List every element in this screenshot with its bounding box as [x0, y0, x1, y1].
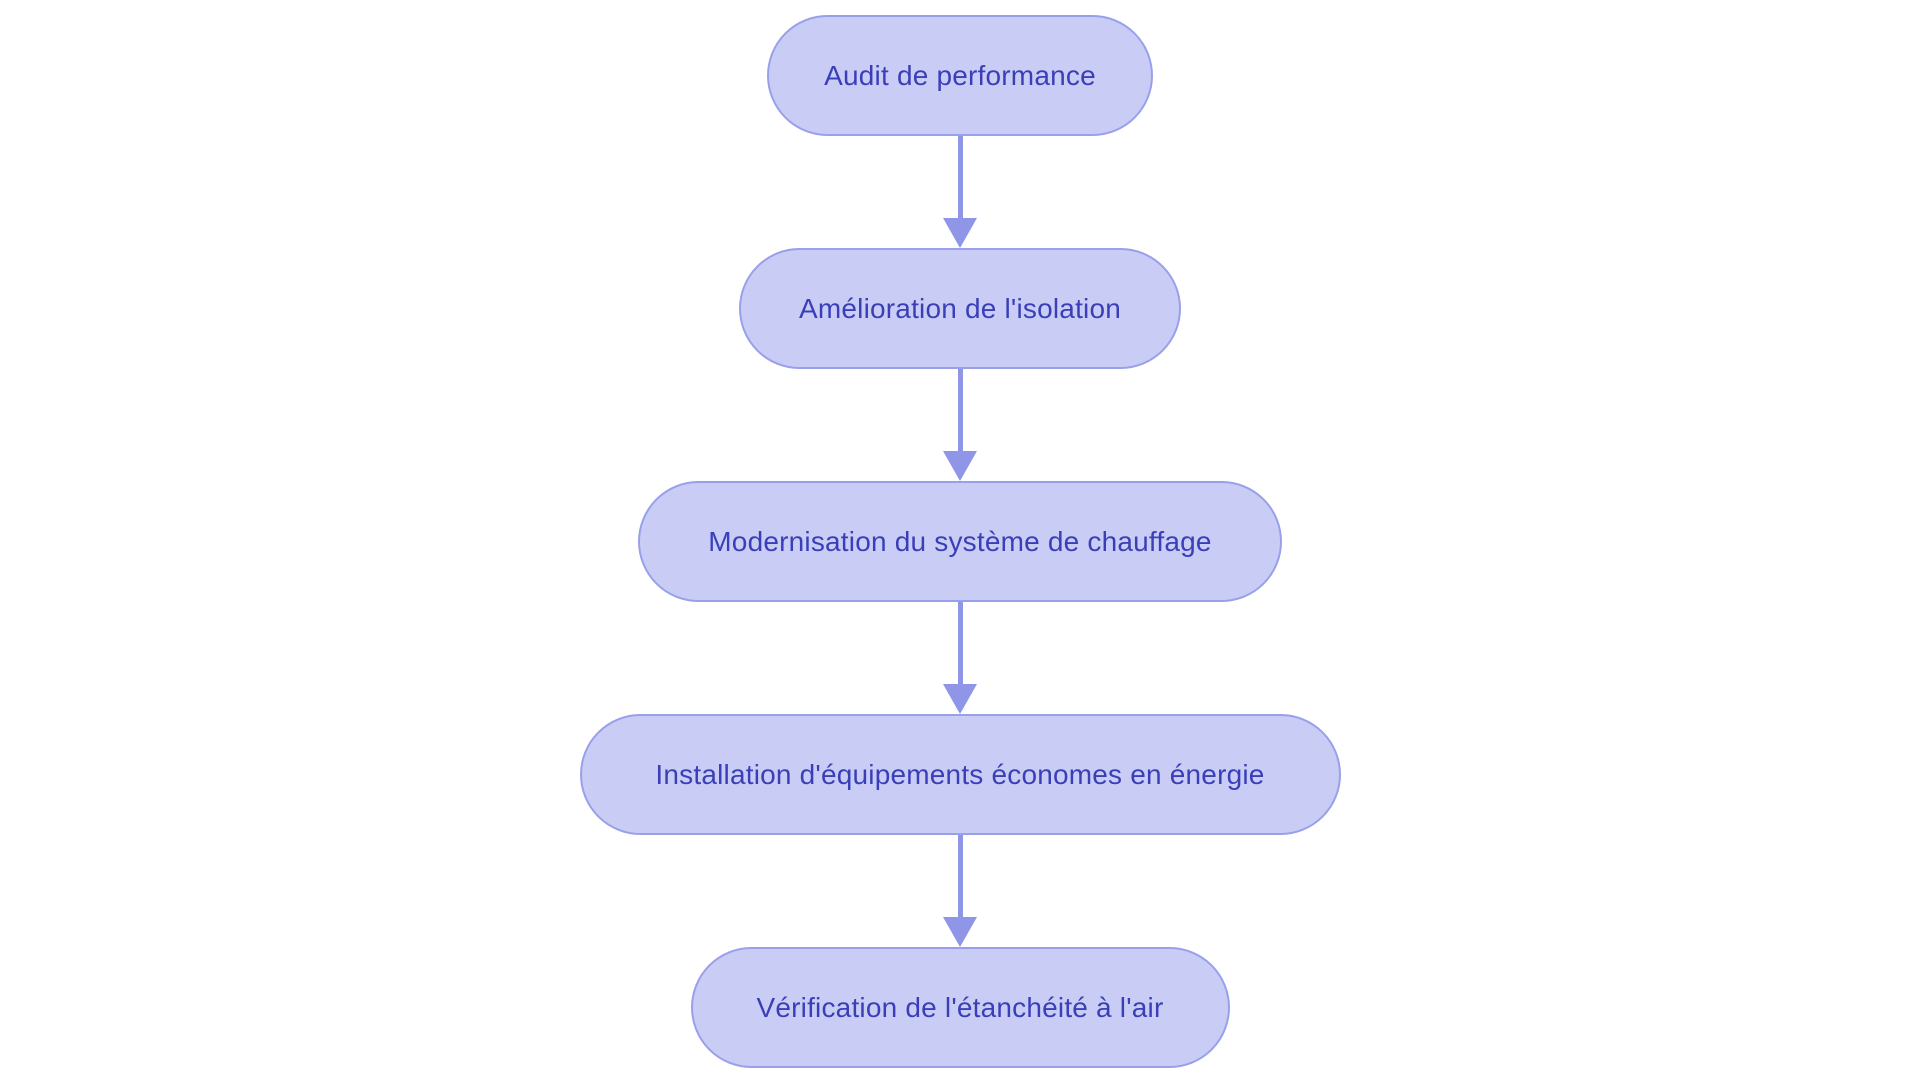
arrow-line	[957, 602, 963, 685]
flow-node-label: Installation d'équipements économes en é…	[655, 758, 1265, 790]
flow-node-label: Modernisation du système de chauffage	[708, 525, 1212, 557]
arrow-connector-1	[943, 136, 977, 248]
arrow-connector-3	[943, 602, 977, 714]
flow-node-amelioration-isolation: Amélioration de l'isolation	[739, 248, 1181, 369]
flow-node-label: Amélioration de l'isolation	[798, 292, 1122, 324]
arrow-head-icon	[943, 451, 977, 481]
flow-node-installation-equipements: Installation d'équipements économes en é…	[579, 714, 1341, 835]
arrow-line	[957, 369, 963, 452]
arrow-connector-4	[943, 835, 977, 947]
arrow-connector-2	[943, 369, 977, 481]
flow-node-audit-performance: Audit de performance	[767, 15, 1153, 136]
flow-node-label: Audit de performance	[824, 59, 1096, 91]
arrow-line	[957, 835, 963, 918]
arrow-head-icon	[943, 684, 977, 714]
arrow-head-icon	[943, 917, 977, 947]
arrow-line	[957, 136, 963, 219]
arrow-head-icon	[943, 218, 977, 248]
flow-node-modernisation-chauffage: Modernisation du système de chauffage	[638, 481, 1282, 602]
flow-node-label: Vérification de l'étanchéité à l'air	[756, 991, 1164, 1023]
flow-node-verification-etancheite: Vérification de l'étanchéité à l'air	[690, 947, 1230, 1068]
